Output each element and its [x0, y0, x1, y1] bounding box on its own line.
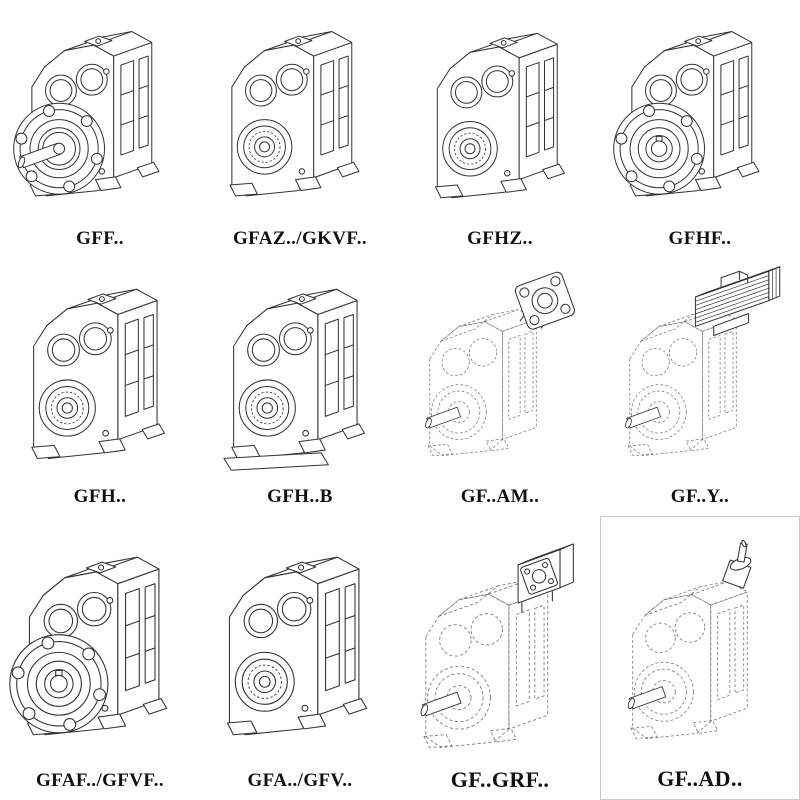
drawing-area	[600, 2, 800, 229]
gearbox-cell-gfaz-gkvf: GFAZ../GKVF..	[200, 0, 400, 258]
gearbox-cell-gf-grf: GF..GRF..	[400, 516, 600, 800]
gearbox-phantom-adapter-drawing	[419, 543, 574, 748]
gearbox-cell-gf-ad: GF..AD..	[600, 516, 800, 800]
drawing-area	[200, 518, 400, 771]
gearbox-cell-gff: GFF..	[0, 0, 200, 258]
model-label: GFAF../GFVF..	[35, 770, 164, 792]
gearbox-face-drawing	[402, 7, 598, 225]
model-label: GFA../GFV..	[247, 770, 353, 792]
drawing-area	[0, 260, 200, 487]
model-label: GFH..B	[267, 486, 333, 508]
model-label: GFH..	[73, 486, 127, 508]
model-label: GFHF..	[668, 228, 732, 250]
gearbox-cell-gfh-b: GFH..B	[200, 258, 400, 516]
gearbox-face-base-drawing	[223, 264, 398, 471]
drawing-area	[600, 260, 800, 487]
drawing-area	[200, 2, 400, 229]
model-label: GF..AD..	[657, 765, 743, 791]
drawing-area	[0, 2, 200, 229]
gearbox-phantom-input-shaft-drawing	[626, 539, 754, 739]
gearbox-cell-gfhf: GFHF..	[600, 0, 800, 258]
drawing-area	[400, 2, 600, 229]
model-label: GFAZ../GKVF..	[233, 228, 367, 250]
gearbox-phantom-motor-drawing	[624, 265, 781, 456]
gearbox-flange-hollow-drawing	[602, 7, 798, 225]
model-label: GFHZ..	[467, 228, 533, 250]
gearbox-cell-gfaf-gfvf: GFAF../GFVF..	[0, 516, 200, 800]
gearbox-cell-gf-am: GF..AM..	[400, 258, 600, 516]
gearbox-flange-hollow-drawing	[0, 529, 200, 761]
model-label: GFF..	[76, 228, 124, 250]
gearbox-flange-shaft-drawing	[2, 7, 198, 225]
gearbox-face-drawing	[200, 529, 400, 761]
gearbox-cell-gfhz: GFHZ..	[400, 0, 600, 258]
gearbox-cell-gfh: GFH..	[0, 258, 200, 516]
gearbox-face-drawing	[2, 264, 198, 484]
drawing-area	[0, 518, 200, 771]
gearbox-cell-gf-y: GF..Y..	[600, 258, 800, 516]
drawing-area	[200, 260, 400, 487]
drawing-area	[400, 518, 600, 768]
model-label: GF..Y..	[670, 486, 730, 508]
gearbox-cell-gfa-gfv: GFA../GFV..	[200, 516, 400, 800]
model-label: GF..GRF..	[450, 766, 550, 792]
model-label: GF..AM..	[460, 486, 540, 508]
gearbox-face-drawing	[202, 7, 398, 225]
drawing-area	[601, 519, 799, 767]
drawing-area	[400, 260, 600, 487]
gearbox-phantom-iec-adapter-drawing	[424, 269, 577, 456]
